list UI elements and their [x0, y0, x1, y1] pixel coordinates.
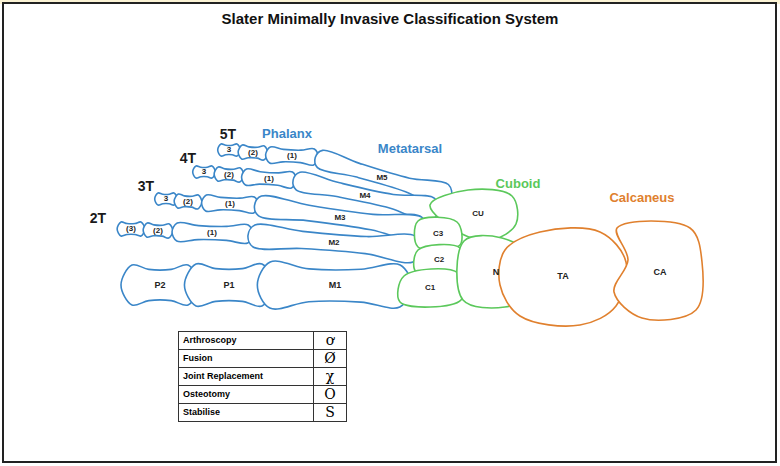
bone-label: M2	[328, 239, 339, 247]
legend-row: StabiliseS	[179, 403, 346, 421]
bone-outline	[174, 194, 202, 209]
bone-outline	[193, 166, 216, 178]
bone-label: (1)	[207, 229, 217, 237]
bone-label: M1	[329, 281, 342, 290]
group-label: Calcaneus	[609, 191, 674, 204]
bone-outline	[242, 169, 297, 189]
toe-label: 4T	[180, 151, 196, 165]
bone-outline	[257, 261, 411, 309]
bone-label: (2)	[224, 171, 234, 179]
legend-text: Fusion	[179, 350, 314, 367]
legend-row: Joint Replacementχ	[179, 367, 346, 385]
bone-outline	[248, 224, 421, 263]
toe-label: 2T	[90, 211, 106, 225]
bone-label: 3	[227, 146, 231, 154]
bone-label: TA	[557, 272, 568, 281]
bone-label: M5	[376, 174, 387, 182]
bone-outline	[172, 222, 253, 243]
tarsal-outline	[614, 221, 703, 320]
bone-label: (2)	[248, 149, 258, 157]
bone-label: CU	[472, 210, 484, 218]
tarsal-outline	[398, 269, 464, 307]
legend-text: Joint Replacement	[179, 368, 314, 385]
bone-label: (2)	[183, 198, 193, 206]
bone-label: M4	[359, 192, 370, 200]
legend-symbol: S	[314, 404, 346, 421]
tarsal-outline	[430, 189, 518, 240]
legend-text: Arthroscopy	[179, 332, 314, 349]
bone-label: (1)	[287, 152, 297, 160]
bone-outline	[266, 147, 319, 166]
bone-label: (3)	[126, 225, 136, 233]
bone-label: (1)	[225, 200, 235, 208]
legend-symbol: Ø	[314, 350, 346, 367]
legend-text: Osteotomy	[179, 386, 314, 403]
bone-label: C1	[425, 284, 435, 292]
bone-label: 3	[202, 168, 206, 176]
legend-row: Arthroscopyơ	[179, 332, 346, 349]
bone-label: C3	[433, 230, 443, 238]
bones	[117, 144, 703, 326]
bone-outline	[143, 223, 173, 238]
bone-outline	[202, 195, 259, 214]
bone-outline	[214, 167, 244, 182]
group-label: Phalanx	[262, 127, 312, 140]
legend-symbol: ơ	[314, 332, 346, 349]
bone-outline	[238, 145, 268, 160]
legend-row: FusionØ	[179, 349, 346, 367]
tarsal-outline	[499, 228, 627, 326]
group-label: Metatarsal	[378, 142, 442, 155]
legend-text: Stabilise	[179, 404, 314, 421]
bone-label: (2)	[153, 227, 163, 235]
group-label: Cuboid	[496, 177, 541, 190]
bone-label: 3	[164, 195, 168, 203]
legend-symbol: χ	[314, 368, 346, 385]
bone-label: C2	[434, 256, 444, 264]
frame	[3, 3, 776, 462]
bone-outline	[218, 144, 241, 156]
bone-label: (1)	[264, 175, 274, 183]
bone-outline	[117, 222, 145, 236]
legend-table: ArthroscopyơFusionØJoint ReplacementχOst…	[178, 331, 347, 422]
toe-label: 5T	[220, 127, 236, 141]
bone-label: M3	[334, 214, 345, 222]
bone-label: N	[493, 268, 500, 277]
title: Slater Minimally Invasive Classification…	[0, 10, 780, 27]
toe-label: 3T	[138, 179, 154, 193]
legend-symbol: O	[314, 386, 346, 403]
legend-row: OsteotomyO	[179, 385, 346, 403]
bone-label: CA	[654, 268, 667, 277]
bone-label: P2	[154, 281, 165, 290]
bone-label: P1	[223, 281, 234, 290]
